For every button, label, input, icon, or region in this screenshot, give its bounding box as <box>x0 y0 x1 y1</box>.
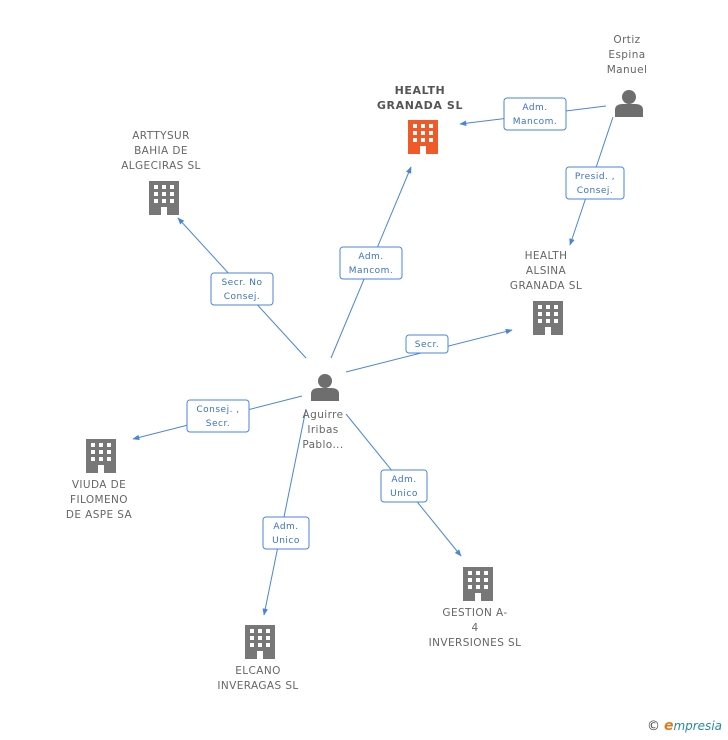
brand-footer: ©empresia <box>647 718 722 734</box>
node-label: Aguirre <box>303 409 344 421</box>
node-label: HEALTH <box>525 250 568 262</box>
edge-label-text: Secr. <box>415 340 439 350</box>
node-arttysur[interactable]: ARTTYSUR BAHIA DE ALGECIRAS SL <box>121 130 201 215</box>
node-label: VIUDA DE <box>72 479 126 491</box>
edge-label-text: Adm. <box>391 475 416 485</box>
edge-label-box <box>262 516 310 550</box>
building-icon <box>533 301 563 335</box>
node-elcano[interactable]: ELCANO INVERAGAS SL <box>217 625 298 692</box>
node-aguirre[interactable]: AguirreIribasPablo... <box>302 374 343 451</box>
edge-label-aguirre-health-granada: Adm. Mancom. <box>339 246 403 280</box>
node-label: INVERAGAS SL <box>217 680 298 692</box>
edge-label-text: Consej. <box>224 292 261 302</box>
edge-label-text: Mancom. <box>513 117 558 127</box>
node-label: INVERSIONES SL <box>429 637 522 649</box>
edge-label-text: Mancom. <box>349 266 394 276</box>
node-label: GESTION A- <box>442 607 507 619</box>
edge-label-aguirre-arttysur: Secr. No Consej. <box>210 272 274 306</box>
node-viuda[interactable]: VIUDA DE FILOMENO DE ASPE SA <box>66 439 133 521</box>
edge-label-text: Consej. , <box>196 405 239 415</box>
node-label: Pablo... <box>302 439 343 451</box>
edge-label-text: Adm. <box>273 522 298 532</box>
edge-label-text: Presid. , <box>575 172 615 182</box>
node-label: ELCANO <box>235 665 281 677</box>
edge-label-text: Adm. <box>522 103 547 113</box>
node-health-granada[interactable]: HEALTH GRANADA SL <box>377 84 463 154</box>
edge-aguirre-elcano <box>262 408 307 616</box>
copyright-symbol: © <box>646 719 660 734</box>
edge-label-text: Secr. No <box>221 278 262 288</box>
node-label: Iribas <box>307 424 338 436</box>
building-icon <box>408 120 438 154</box>
node-label: ARTTYSUR <box>132 130 190 142</box>
node-label: 4 <box>471 622 478 634</box>
edge-label-text: Unico <box>272 536 300 546</box>
building-icon <box>463 567 493 601</box>
edge-label-text: Consej. <box>577 186 614 196</box>
building-icon <box>149 181 179 215</box>
edge-label-box <box>339 246 403 280</box>
building-icon <box>86 439 116 473</box>
person-icon <box>615 90 643 117</box>
brand-logo-text: mpresia <box>673 719 722 733</box>
edge-label-box <box>503 97 567 131</box>
node-label: BAHIA DE <box>134 145 188 157</box>
node-label: DE ASPE SA <box>66 509 133 521</box>
edge-label-box <box>186 399 250 433</box>
building-icon <box>245 625 275 659</box>
edge-label-box <box>405 334 449 354</box>
node-label: Manuel <box>607 64 648 76</box>
node-label: GRANADA SL <box>377 99 463 112</box>
edge-label-ortiz-health-alsina: Presid. , Consej. <box>565 166 625 200</box>
edge-label-aguirre-elcano: Adm. Unico <box>262 516 310 550</box>
edge-label-text: Adm. <box>358 252 383 262</box>
node-health-alsina[interactable]: HEALTH ALSINA GRANADA SL <box>510 250 582 335</box>
node-label: ALSINA <box>526 265 567 277</box>
edge-label-aguirre-gestion: Adm. Unico <box>380 469 428 503</box>
edge-label-aguirre-viuda: Consej. , Secr. <box>186 399 250 433</box>
brand-logo-initial: e <box>663 718 674 734</box>
node-label: Ortiz <box>613 34 640 46</box>
person-icon <box>311 374 339 401</box>
edge-label-box <box>210 272 274 306</box>
edge-label-text: Unico <box>390 489 418 499</box>
edge-label-box <box>380 469 428 503</box>
edge-label-box <box>565 166 625 200</box>
node-label: ALGECIRAS SL <box>121 160 201 172</box>
edge-label-text: Secr. <box>206 419 230 429</box>
edge-label-ortiz-health-granada: Adm. Mancom. <box>503 97 567 131</box>
edge-label-aguirre-health-alsina: Secr. <box>405 334 449 354</box>
node-label: GRANADA SL <box>510 280 582 292</box>
node-label: HEALTH <box>395 84 446 97</box>
node-label: FILOMENO <box>70 494 128 506</box>
node-label: Espina <box>608 49 645 61</box>
